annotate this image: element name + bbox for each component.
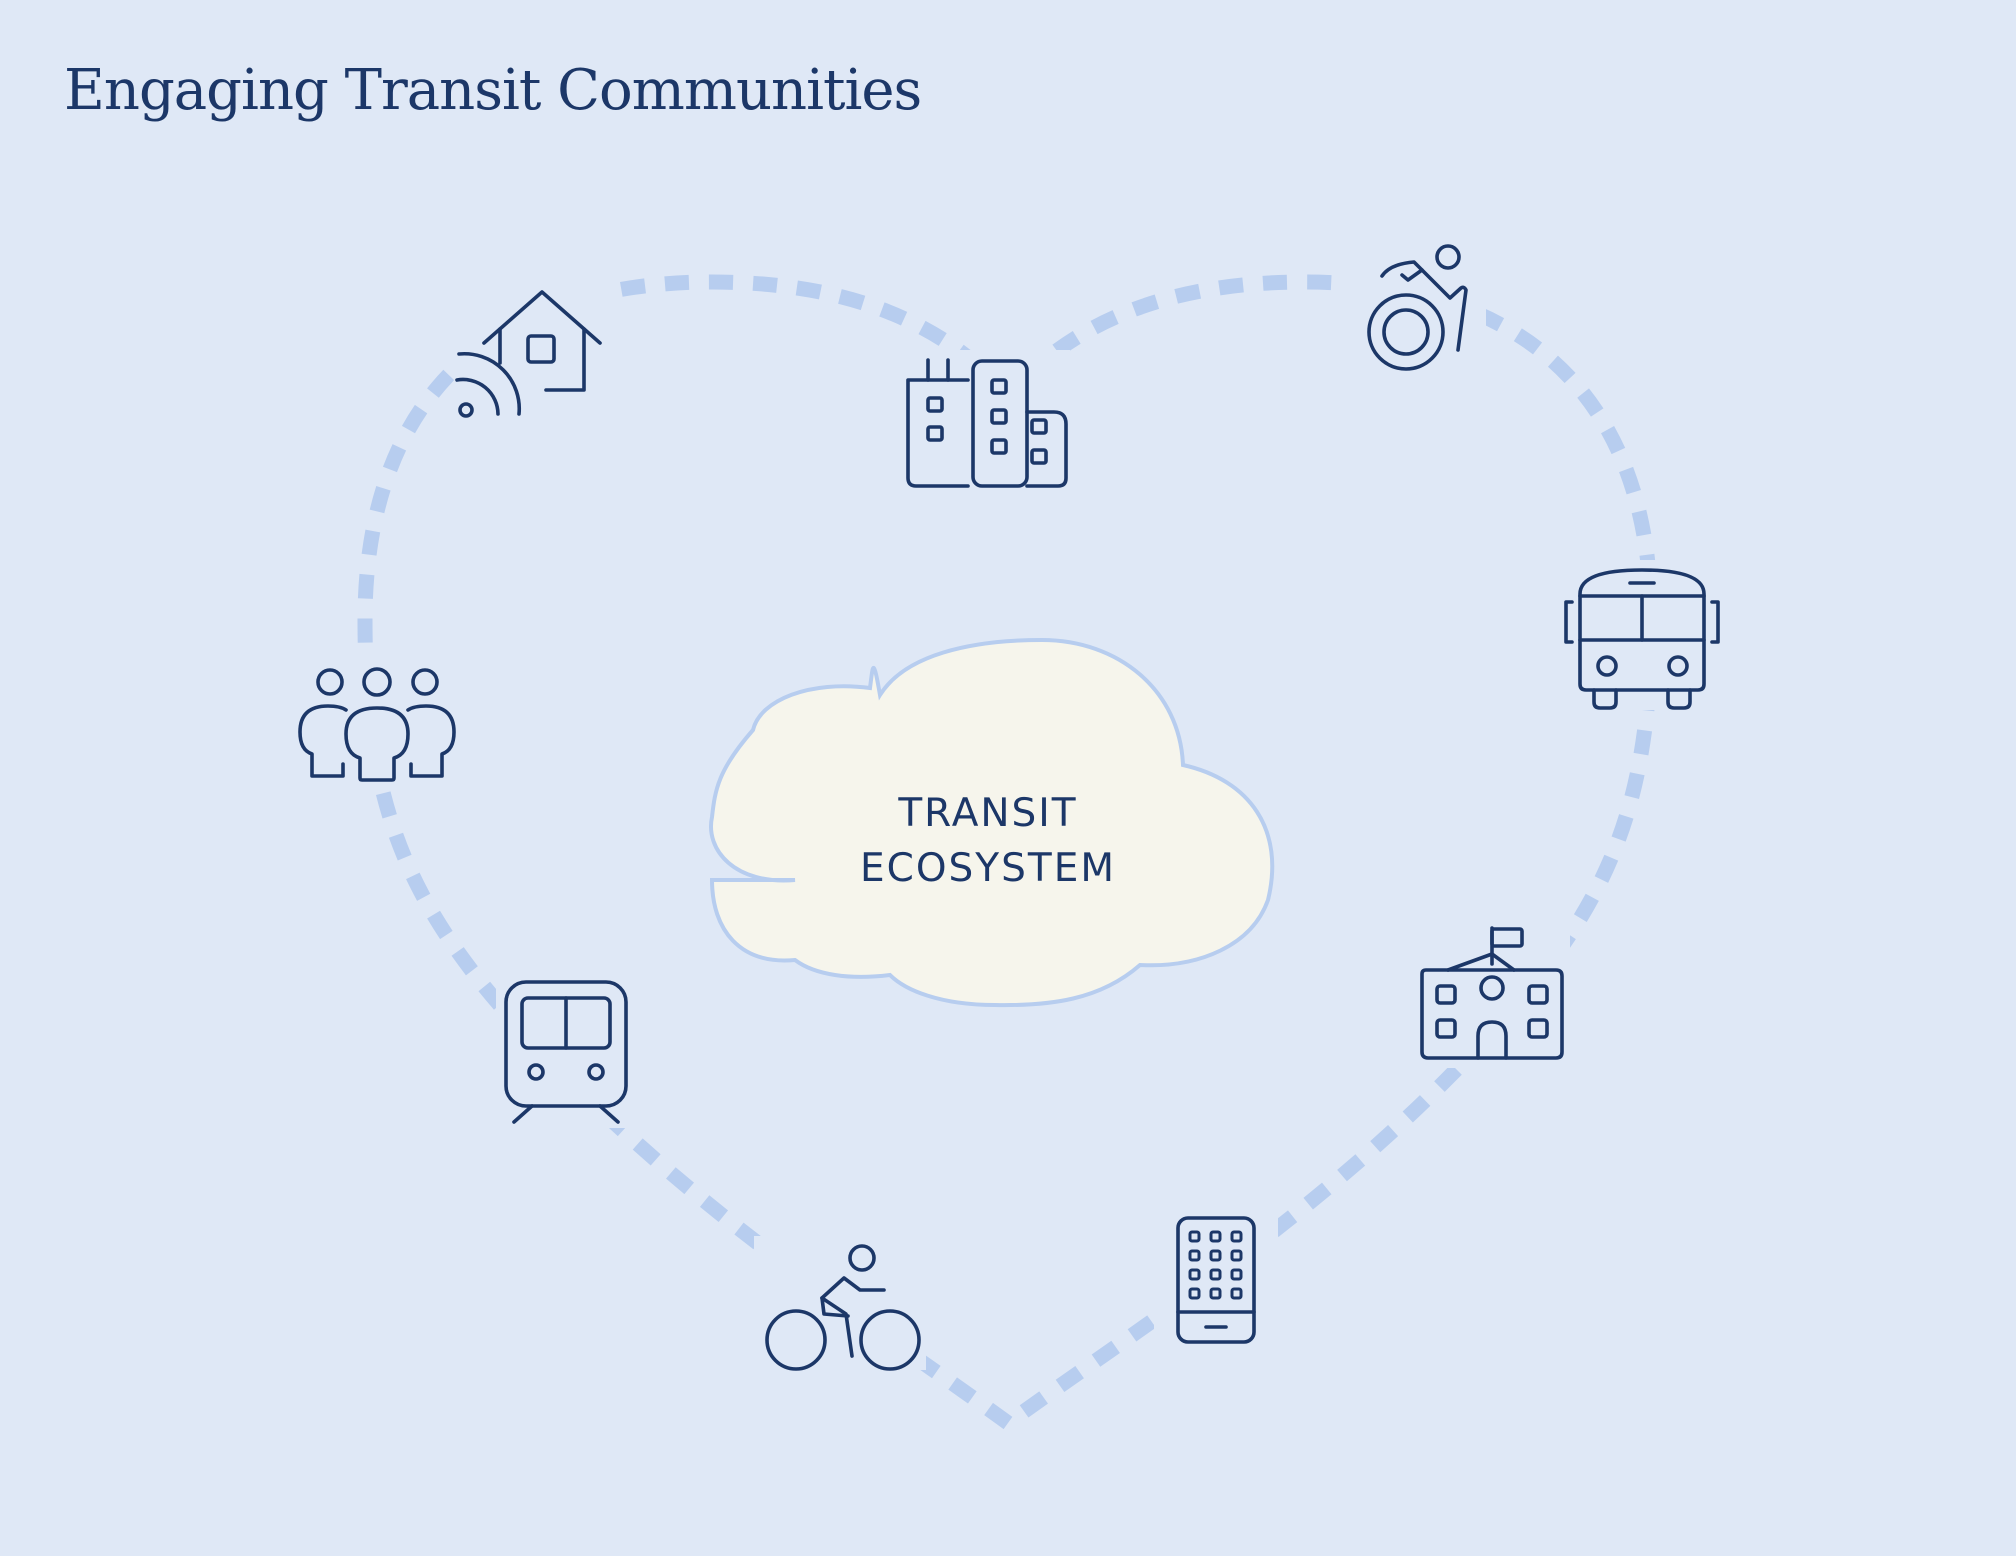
wheelchair-user-icon	[1346, 234, 1486, 374]
cloud-label-line2: ECOSYSTEM	[860, 846, 1116, 891]
city-buildings-icon	[900, 350, 1070, 498]
bus-icon	[1554, 560, 1726, 710]
cyclist-icon	[754, 1236, 926, 1371]
train-icon	[496, 972, 634, 1128]
cloud-label-line1: TRANSIT	[897, 791, 1077, 836]
people-group-icon	[292, 662, 462, 788]
school-icon	[1414, 918, 1570, 1068]
page-title: Engaging Transit Communities	[64, 58, 922, 123]
cloud-shape	[709, 637, 1275, 1008]
transit-ecosystem-cloud: TRANSIT ECOSYSTEM	[709, 637, 1275, 1008]
smartphone-icon	[1154, 1208, 1278, 1348]
house-with-signal-icon	[454, 278, 606, 428]
